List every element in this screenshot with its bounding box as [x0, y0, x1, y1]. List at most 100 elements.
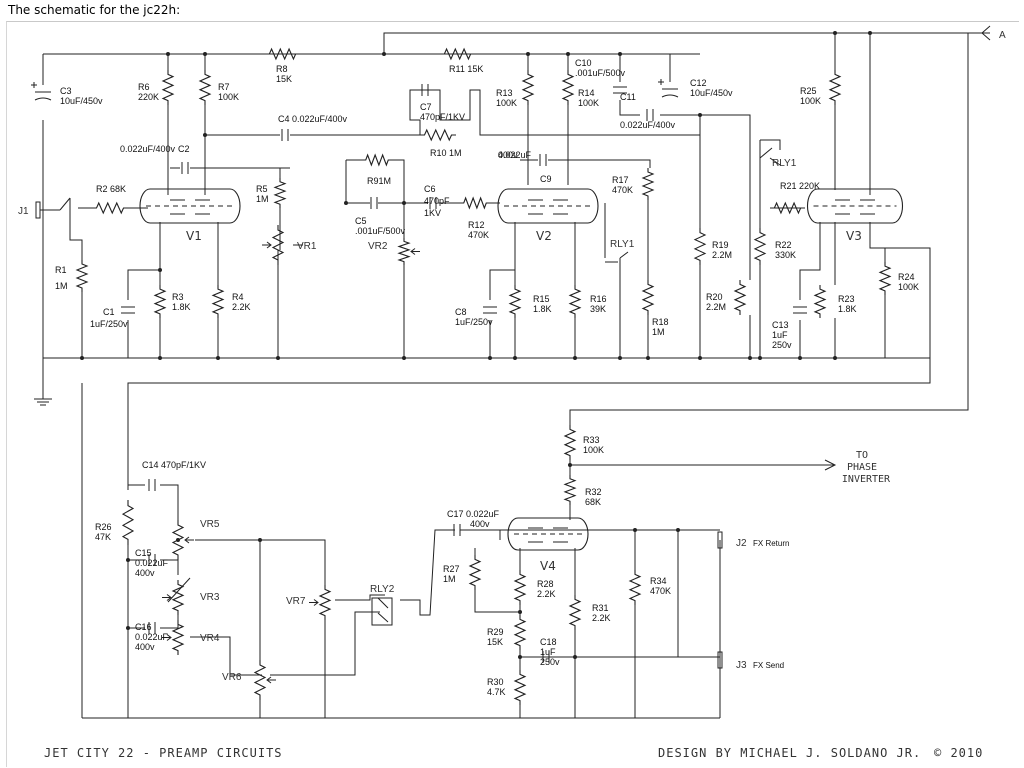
wire	[190, 636, 262, 676]
part-label-c13: 250v	[772, 340, 792, 350]
part-label-r34: 470K	[650, 586, 671, 596]
junction-dot	[573, 356, 577, 360]
part-label-c16: C16	[135, 622, 152, 632]
capacitor-c15	[148, 554, 156, 566]
junction-dot	[758, 356, 762, 360]
capacitor-c18	[542, 651, 550, 663]
part-label-r17: R17	[612, 175, 629, 185]
junction-dot	[698, 356, 702, 360]
junction-dot	[646, 356, 650, 360]
resistor-r26	[121, 500, 135, 545]
junction-dot	[633, 528, 637, 532]
pot-label-vr2: VR2	[368, 241, 388, 252]
part-label-c3: 10uF/450v	[60, 96, 103, 106]
part-label-r28: 2.2K	[537, 589, 556, 599]
part-label-c18: C18	[540, 637, 557, 647]
junction-dot	[158, 268, 162, 272]
resistor-r18	[641, 280, 655, 315]
junction-dot	[166, 52, 170, 56]
resistor-r25	[828, 70, 842, 105]
part-label-c6: 1KV	[424, 208, 441, 218]
part-label-r1: 1M	[55, 281, 68, 291]
part-label-r12: R12	[468, 220, 485, 230]
part-label-r10: R10 1M	[430, 148, 462, 158]
wire	[69, 198, 83, 260]
resistor-r9	[362, 153, 392, 167]
pot-label-vr6: VR6	[222, 672, 242, 683]
resistor-r31	[568, 595, 582, 630]
part-label-r16: 39K	[590, 304, 606, 314]
wire	[127, 269, 160, 300]
part-label-r12: 470K	[468, 230, 489, 240]
resistor-r22	[753, 228, 767, 265]
resistor-r4	[211, 285, 225, 318]
part-label-r6: 220K	[138, 92, 159, 102]
junction-dot	[618, 52, 622, 56]
pot-wiper	[184, 536, 194, 544]
junction-dot	[798, 356, 802, 360]
junction-dot	[80, 356, 84, 360]
pot-label-vr7: VR7	[286, 596, 306, 607]
pot-wiper	[162, 634, 172, 641]
capacitor-c7	[421, 84, 429, 96]
resistor-r3	[153, 285, 167, 318]
junction-dot	[203, 133, 207, 137]
part-label-r6: R6	[138, 82, 150, 92]
part-label-r16: R16	[590, 294, 607, 304]
relay-rly2-contacts	[377, 597, 389, 623]
part-label-r32: R32	[585, 487, 602, 497]
part-label-r4: R4	[232, 292, 244, 302]
junction-dot	[748, 356, 752, 360]
junction-dot	[833, 356, 837, 360]
resistor-r8	[265, 47, 300, 61]
wiring	[40, 25, 991, 719]
part-label-r30: R30	[487, 677, 504, 687]
part-label-c12: C12	[690, 78, 707, 88]
footer-copyright: © 2010	[934, 746, 983, 760]
junction-dot	[518, 655, 522, 659]
part-label-c15: 0.022uF	[135, 558, 169, 568]
resistor-r12	[460, 196, 490, 210]
part-label-c16: 0.022uF	[135, 632, 169, 642]
part-label-c1: C1	[103, 307, 115, 317]
wire	[869, 222, 886, 262]
ground-symbol	[34, 395, 52, 406]
resistor-vr6	[253, 660, 267, 700]
resistor-r24	[878, 262, 892, 295]
junction-dot	[126, 558, 130, 562]
part-label-r31: R31	[592, 603, 609, 613]
wire	[700, 114, 751, 280]
part-label-r1: R1	[55, 265, 67, 275]
part-label-r11: R11 15K	[449, 64, 483, 74]
junction-dot	[526, 52, 530, 56]
relay-rly2	[371, 597, 393, 626]
part-label-r22: 330K	[775, 250, 796, 260]
part-label-r25: R25	[800, 86, 817, 96]
capacitor-c1	[121, 306, 135, 314]
part-label-r27: R27	[443, 564, 460, 574]
resistor-r19	[693, 228, 707, 265]
part-label-c15: C15	[135, 548, 152, 558]
capacitor-c10	[613, 86, 627, 94]
part-label-r9: R91M	[367, 176, 391, 186]
part-label-r29: 15K	[487, 637, 503, 647]
jack-label-fx-return: FX Return	[753, 539, 789, 548]
part-label-c10: .001uF/500v	[575, 68, 626, 78]
part-label-r21: R21 220K	[780, 181, 820, 191]
resistor-r33	[563, 425, 577, 460]
junction-dot	[698, 113, 702, 117]
resistor-r5	[273, 178, 287, 208]
resistor-r17	[641, 168, 655, 200]
wire	[799, 222, 821, 300]
part-label-r8: 15K	[276, 74, 292, 84]
part-label-r18: 1M	[652, 327, 665, 337]
part-label-r24: R24	[898, 272, 915, 282]
part-label-r17: 470K	[612, 185, 633, 195]
part-label-c5: C5	[355, 216, 367, 226]
part-label-r31: 2.2K	[592, 613, 611, 623]
pot-arrow	[167, 577, 191, 603]
pot-label-vr1: VR1	[297, 241, 317, 252]
part-label-r13: R13	[496, 88, 513, 98]
part-label-r26: R26	[95, 522, 112, 532]
junction-dot	[518, 610, 522, 614]
